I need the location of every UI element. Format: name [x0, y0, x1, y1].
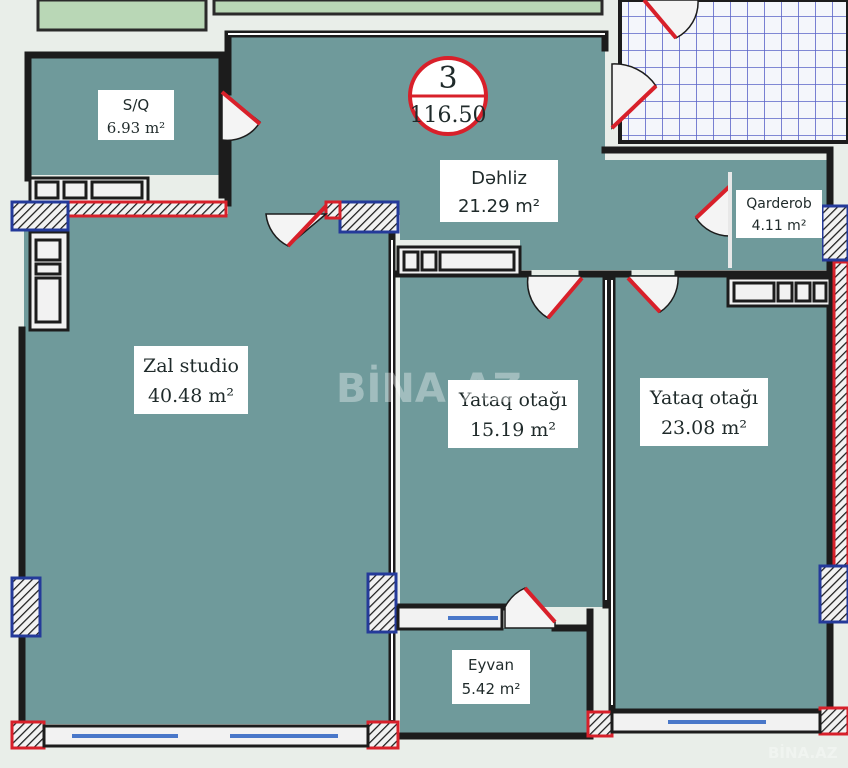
door-top [643, 0, 699, 39]
room-area-qarderob: 4.11 m² [752, 218, 807, 234]
door-yataq1 [526, 275, 584, 319]
door-eyvan [504, 587, 556, 629]
corner-columns [10, 200, 848, 750]
room-name-yataq1: Yataq otağı [458, 389, 567, 411]
room-label-dehliz: Dəhliz 21.29 m² [440, 160, 558, 222]
neighbour-area-left [36, 0, 208, 32]
built-in-cabinets [28, 176, 832, 332]
structural-columns [10, 200, 848, 638]
red-wall-right [832, 260, 848, 570]
room-name-sq: S/Q [123, 96, 149, 114]
door-entrance [611, 63, 657, 130]
room-area-eyvan: 5.42 m² [462, 680, 521, 698]
room-label-yataq2: Yataq otağı 23.08 m² [640, 378, 768, 446]
room-label-yataq1: Yataq otağı 15.19 m² [448, 380, 578, 448]
room-area-zal: 40.48 m² [148, 385, 234, 407]
thin-walls [228, 33, 613, 720]
apartment-rooms-count: 3 [438, 61, 457, 96]
room-name-dehliz: Dəhliz [471, 168, 527, 189]
watermark-center: BİNA.AZ [336, 364, 522, 412]
room-name-eyvan: Eyvan [468, 656, 514, 674]
room-name-qarderob: Qarderob [746, 196, 812, 212]
room-area-dehliz: 21.29 m² [458, 196, 540, 217]
room-label-eyvan: Eyvan 5.42 m² [452, 650, 530, 704]
watermark-corner: BİNA.AZ [768, 743, 838, 762]
room-zal-floor [24, 214, 390, 724]
room-yataq2-floor [612, 275, 832, 712]
room-area-yataq1: 15.19 m² [470, 419, 556, 441]
doors [220, 0, 732, 629]
room-area-sq: 6.93 m² [107, 119, 165, 137]
room-label-sq: S/Q 6.93 m² [98, 90, 174, 140]
room-area-yataq2: 23.08 m² [661, 417, 747, 439]
apartment-badge: 3 116.50 [408, 56, 488, 136]
room-name-zal: Zal studio [143, 355, 239, 377]
neighbour-area-mid [212, 0, 604, 16]
staircase-tiles [618, 0, 848, 144]
apartment-total-area: 116.50 [410, 103, 487, 128]
red-wall-segment [66, 200, 228, 218]
room-label-zal: Zal studio 40.48 m² [134, 346, 248, 414]
windows [42, 605, 822, 748]
room-label-qarderob: Qarderob 4.11 m² [736, 190, 822, 238]
door-yataq2 [626, 275, 679, 313]
room-name-yataq2: Yataq otağı [649, 387, 758, 409]
